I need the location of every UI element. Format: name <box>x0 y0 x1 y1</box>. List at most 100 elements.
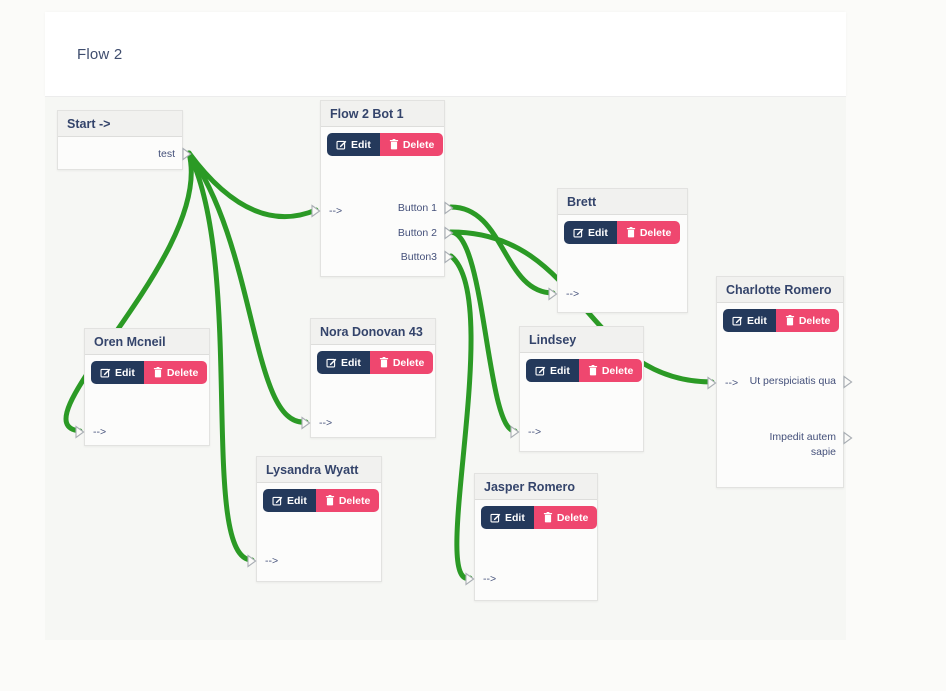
node-actions: Edit Delete <box>327 133 444 156</box>
edit-icon <box>100 367 111 378</box>
trash-icon <box>325 495 335 506</box>
output-port-label: Button3 <box>400 251 437 263</box>
edit-icon <box>326 357 337 368</box>
edit-button[interactable]: Edit <box>481 506 534 529</box>
edit-icon <box>535 365 546 376</box>
trash-icon <box>153 367 163 378</box>
delete-button[interactable]: Delete <box>143 361 208 384</box>
edit-button[interactable]: Edit <box>526 359 579 382</box>
delete-button[interactable]: Delete <box>775 309 840 332</box>
input-port-icon[interactable] <box>311 204 321 218</box>
connection-start-nora[interactable] <box>186 150 309 425</box>
flow-header-bar: Flow 2 <box>45 12 846 97</box>
output-port-icon[interactable] <box>182 147 192 161</box>
node-title: Charlotte Romero <box>717 277 843 303</box>
edit-button[interactable]: Edit <box>317 351 370 374</box>
edit-button[interactable]: Edit <box>723 309 776 332</box>
connection-bot1-lindsey[interactable] <box>448 229 518 434</box>
node-actions: Edit Delete <box>317 351 434 374</box>
node-title: Brett <box>558 189 687 215</box>
output-port-label: Button 1 <box>397 202 437 214</box>
edit-button[interactable]: Edit <box>564 221 617 244</box>
delete-button-label: Delete <box>556 511 589 524</box>
input-port-label: --> <box>319 417 333 429</box>
edit-button-label: Edit <box>115 366 135 379</box>
trash-icon <box>626 227 636 238</box>
delete-button[interactable]: Delete <box>315 489 380 512</box>
edit-button-label: Edit <box>550 364 570 377</box>
edit-icon <box>573 227 584 238</box>
input-port-label: --> <box>566 288 580 300</box>
node-title: Lysandra Wyatt <box>257 457 381 483</box>
node-nora[interactable]: Nora Donovan 43 Edit Delete --> <box>301 318 436 438</box>
connection-bot1-brett[interactable] <box>448 204 556 296</box>
input-port-icon[interactable] <box>548 287 558 301</box>
delete-button-label: Delete <box>166 366 199 379</box>
input-port-label: --> <box>725 377 739 389</box>
edit-button-label: Edit <box>747 314 767 327</box>
edit-icon <box>490 512 501 523</box>
connection-start-lysandra[interactable] <box>186 150 255 563</box>
trash-icon <box>588 365 598 376</box>
input-port-label: --> <box>528 426 542 438</box>
edit-icon <box>272 495 283 506</box>
trash-icon <box>379 357 389 368</box>
output-port-label: Impedit autem sapie <box>769 431 836 458</box>
node-title: Flow 2 Bot 1 <box>321 101 444 127</box>
delete-button-label: Delete <box>639 226 672 239</box>
connection-start-bot1[interactable] <box>186 150 319 219</box>
node-actions: Edit Delete <box>481 506 598 529</box>
edit-icon <box>336 139 347 150</box>
node-title: Nora Donovan 43 <box>311 319 435 345</box>
node-title: Jasper Romero <box>475 474 597 500</box>
delete-button-label: Delete <box>392 356 425 369</box>
input-port-icon[interactable] <box>301 416 311 430</box>
delete-button[interactable]: Delete <box>533 506 598 529</box>
output-port-label: Button 2 <box>397 227 437 239</box>
input-port-icon[interactable] <box>510 425 520 439</box>
delete-button[interactable]: Delete <box>578 359 643 382</box>
delete-button-label: Delete <box>798 314 831 327</box>
delete-button[interactable]: Delete <box>369 351 434 374</box>
output-port-icon[interactable] <box>843 431 853 445</box>
input-port-label: --> <box>93 426 107 438</box>
trash-icon <box>389 139 399 150</box>
output-port-icon[interactable] <box>843 375 853 389</box>
connection-bot1-jasper[interactable] <box>448 253 474 581</box>
input-port-icon[interactable] <box>465 572 475 586</box>
delete-button[interactable]: Delete <box>616 221 681 244</box>
node-title: Lindsey <box>520 327 643 353</box>
node-actions: Edit Delete <box>263 489 380 512</box>
node-start[interactable]: Start -> test <box>57 110 192 170</box>
node-title: Oren Mcneil <box>85 329 209 355</box>
connection-start-oren[interactable] <box>63 150 194 434</box>
input-port-label: --> <box>329 205 343 217</box>
output-port-icon[interactable] <box>444 226 454 240</box>
page-title: Flow 2 <box>77 46 123 63</box>
node-actions: Edit Delete <box>564 221 681 244</box>
node-actions: Edit Delete <box>91 361 208 384</box>
output-port-label: test <box>158 148 175 160</box>
input-port-icon[interactable] <box>247 554 257 568</box>
output-port-icon[interactable] <box>444 201 454 215</box>
edit-icon <box>732 315 743 326</box>
edit-button-label: Edit <box>588 226 608 239</box>
output-port-icon[interactable] <box>444 250 454 264</box>
edit-button[interactable]: Edit <box>91 361 144 384</box>
edit-button-label: Edit <box>287 494 307 507</box>
edit-button[interactable]: Edit <box>327 133 380 156</box>
delete-button-label: Delete <box>402 138 435 151</box>
edit-button[interactable]: Edit <box>263 489 316 512</box>
node-title: Start -> <box>58 111 182 137</box>
input-port-icon[interactable] <box>707 376 717 390</box>
input-port-icon[interactable] <box>75 425 85 439</box>
node-bot1[interactable]: Flow 2 Bot 1 Edit Delete --> Button 1 Button … <box>311 100 454 277</box>
delete-button[interactable]: Delete <box>379 133 444 156</box>
edit-button-label: Edit <box>341 356 361 369</box>
